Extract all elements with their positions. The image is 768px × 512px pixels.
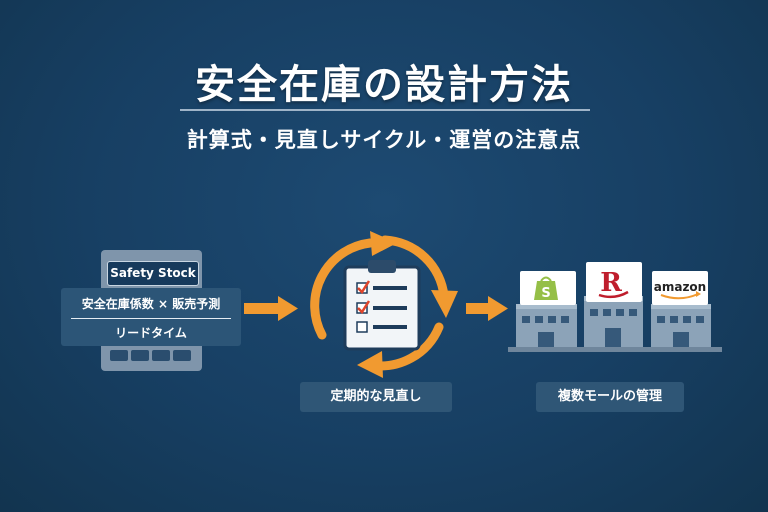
card-slot <box>173 350 191 361</box>
arrow-right-icon <box>244 296 298 321</box>
page-subtitle: 計算式・見直しサイクル・運営の注意点 <box>186 128 582 152</box>
store-building <box>651 304 711 347</box>
card-slot <box>131 350 149 361</box>
svg-text:amazon: amazon <box>654 280 706 294</box>
cycle-arrowheads <box>357 231 458 378</box>
store-building <box>516 304 577 347</box>
formula-panel: 安全在庫係数 × 販売予測 リードタイム <box>61 288 241 346</box>
formula-fraction-line <box>71 318 231 319</box>
card-slot <box>110 350 128 361</box>
shopify-logo: S <box>520 271 576 305</box>
clipboard-checklist-icon <box>343 260 421 351</box>
title-divider <box>180 109 590 111</box>
arrow-right-icon <box>466 296 508 321</box>
card-slot <box>152 350 170 361</box>
formula-denominator: リードタイム <box>115 326 187 340</box>
rakuten-logo: R <box>586 262 642 302</box>
malls-caption: 複数モールの管理 <box>536 382 684 412</box>
store-building <box>584 296 643 347</box>
svg-text:S: S <box>541 286 550 301</box>
svg-text:R: R <box>600 268 622 298</box>
review-caption: 定期的な見直し <box>300 382 452 412</box>
page-title: 安全在庫の設計方法 <box>195 62 573 108</box>
ground-line <box>508 347 722 352</box>
amazon-logo: amazon <box>652 271 708 305</box>
formula-numerator: 安全在庫係数 × 販売予測 <box>81 297 221 311</box>
safety-stock-label: Safety Stock <box>107 261 199 286</box>
